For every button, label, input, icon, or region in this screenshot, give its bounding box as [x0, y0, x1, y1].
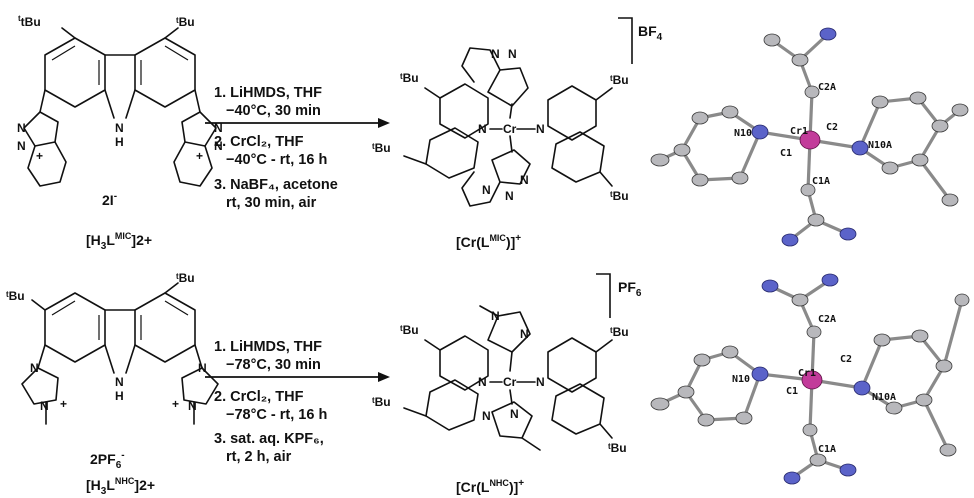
svg-text:C2A: C2A	[818, 82, 836, 93]
step-mic-2: 2. CrCl₂, THF	[214, 134, 304, 150]
svg-text:N: N	[214, 121, 223, 135]
complex-nhc-tbu-2: ᵗBu	[372, 395, 391, 409]
svg-text:C1: C1	[786, 386, 798, 397]
ligand-mic-structure: ttBu ᵗBu N H N N N N + + 2I- [H3LMIC]2+	[17, 14, 223, 252]
svg-text:C1A: C1A	[812, 176, 830, 187]
ligand-mic-name: [H3LMIC]2+	[86, 231, 152, 252]
xray-structure-mic: C2A N10 Cr1 C2 C1 N10A C1A	[650, 27, 969, 247]
step-mic-1: 1. LiHMDS, THF	[214, 85, 322, 101]
ligand-nhc-name: [H3LNHC]2+	[86, 476, 155, 497]
reaction-conditions-mic: 1. LiHMDS, THF −40°C, 30 min 2. CrCl₂, T…	[214, 85, 338, 211]
complex-nhc-anion: PF6	[618, 279, 642, 299]
svg-text:N: N	[520, 327, 529, 341]
svg-text:N: N	[491, 309, 500, 323]
step-nhc-1: 1. LiHMDS, THF	[214, 339, 322, 355]
svg-text:N: N	[198, 361, 207, 375]
svg-text:+: +	[172, 397, 179, 411]
step-nhc-3: 3. sat. aq. KPF₆,	[214, 431, 324, 447]
svg-text:N: N	[536, 122, 545, 136]
complex-nhc-tbu-1: ᵗBu	[400, 323, 419, 337]
svg-text:N: N	[478, 122, 487, 136]
svg-text:N: N	[17, 139, 26, 153]
ligand-nhc-nh: N	[115, 375, 124, 389]
ligand-nhc-structure: ᵗBu ᵗBu N H N N N N + + 2PF6- [H3LNHC]2+	[6, 271, 219, 497]
step-mic-3b: rt, 30 min, air	[226, 195, 317, 211]
complex-nhc-name: [Cr(LNHC)]+	[456, 478, 524, 495]
ligand-mic-right-ring	[134, 37, 196, 108]
complex-mic-anion: BF4	[638, 23, 663, 43]
complex-mic-tbu-3: ᵗBu	[610, 73, 629, 87]
svg-text:N: N	[508, 47, 517, 61]
svg-text:C2A: C2A	[818, 314, 836, 325]
ligand-nhc-counterion: 2PF6-	[90, 450, 125, 471]
ligand-mic-nh: N	[115, 121, 124, 135]
svg-text:+: +	[196, 149, 203, 163]
svg-text:N10A: N10A	[872, 392, 896, 403]
svg-text:H: H	[115, 389, 124, 403]
svg-text:ttBu: ttBu	[18, 14, 41, 29]
complex-mic-tbu-2: ᵗBu	[372, 141, 391, 155]
svg-text:+: +	[60, 397, 67, 411]
ligand-mic-right-triazole	[181, 111, 217, 147]
complex-mic-cr: Cr	[503, 122, 517, 136]
step-nhc-3b: rt, 2 h, air	[226, 449, 292, 465]
step-nhc-1b: −78°C, 30 min	[226, 357, 321, 373]
complex-nhc-structure: PF6 Cr N N ᵗBu ᵗBu ᵗBu ᵗBu N N N N [Cr(L…	[372, 273, 642, 495]
step-nhc-2: 2. CrCl₂, THF	[214, 389, 304, 405]
svg-text:C1A: C1A	[818, 444, 836, 455]
ligand-mic-left-ring	[44, 37, 106, 108]
step-mic-1b: −40°C, 30 min	[226, 103, 321, 119]
svg-text:N: N	[505, 189, 514, 203]
complex-mic-tbu-4: ᵗBu	[610, 189, 629, 203]
svg-text:N: N	[482, 183, 491, 197]
ligand-mic-tbu-right: ᵗBu	[176, 15, 195, 29]
step-nhc-2b: −78°C - rt, 16 h	[226, 407, 327, 423]
svg-text:N: N	[30, 361, 39, 375]
reaction-conditions-nhc: 1. LiHMDS, THF −78°C, 30 min 2. CrCl₂, T…	[214, 339, 327, 465]
svg-text:C2: C2	[826, 122, 838, 133]
svg-text:N: N	[40, 399, 49, 413]
svg-text:C2: C2	[840, 354, 852, 365]
svg-text:C1: C1	[780, 148, 792, 159]
complex-mic-name: [Cr(LMIC)]+	[456, 233, 521, 250]
svg-text:+: +	[36, 149, 43, 163]
svg-text:N10A: N10A	[868, 140, 892, 151]
svg-text:N: N	[17, 121, 26, 135]
svg-text:N10: N10	[734, 128, 752, 139]
complex-nhc-tbu-3: ᵗBu	[610, 325, 629, 339]
reaction-arrow-mic	[205, 118, 390, 128]
svg-text:N: N	[520, 173, 529, 187]
ligand-mic-counterion: 2I-	[102, 191, 117, 208]
xray-structure-nhc: C2A C2 N10 Cr1 C1 N10A C1A	[650, 273, 970, 485]
complex-nhc-cr: Cr	[503, 375, 517, 389]
complex-mic-tbu-1: ᵗBu	[400, 71, 419, 85]
ligand-mic-left-triazole	[23, 111, 59, 147]
complex-nhc-tbu-4: ᵗBu	[608, 441, 627, 455]
svg-text:Cr1: Cr1	[790, 126, 808, 137]
svg-text:N: N	[482, 409, 491, 423]
svg-text:N: N	[188, 399, 197, 413]
svg-text:N: N	[536, 375, 545, 389]
step-mic-2b: −40°C - rt, 16 h	[226, 152, 327, 168]
reaction-arrow-nhc	[205, 372, 390, 382]
svg-text:N10: N10	[732, 374, 750, 385]
ligand-nhc-tbu-right: ᵗBu	[176, 271, 195, 285]
svg-text:H: H	[115, 135, 124, 149]
svg-text:N: N	[491, 47, 500, 61]
svg-text:N: N	[478, 375, 487, 389]
svg-text:N: N	[510, 407, 519, 421]
svg-text:Cr1: Cr1	[798, 368, 816, 379]
svg-text:N: N	[214, 139, 223, 153]
complex-mic-structure: BF4 Cr N N ᵗBu ᵗBu ᵗBu ᵗBu N N N N N	[372, 17, 663, 250]
step-mic-3: 3. NaBF₄, acetone	[214, 177, 338, 193]
ligand-nhc-tbu-left: ᵗBu	[6, 289, 25, 303]
